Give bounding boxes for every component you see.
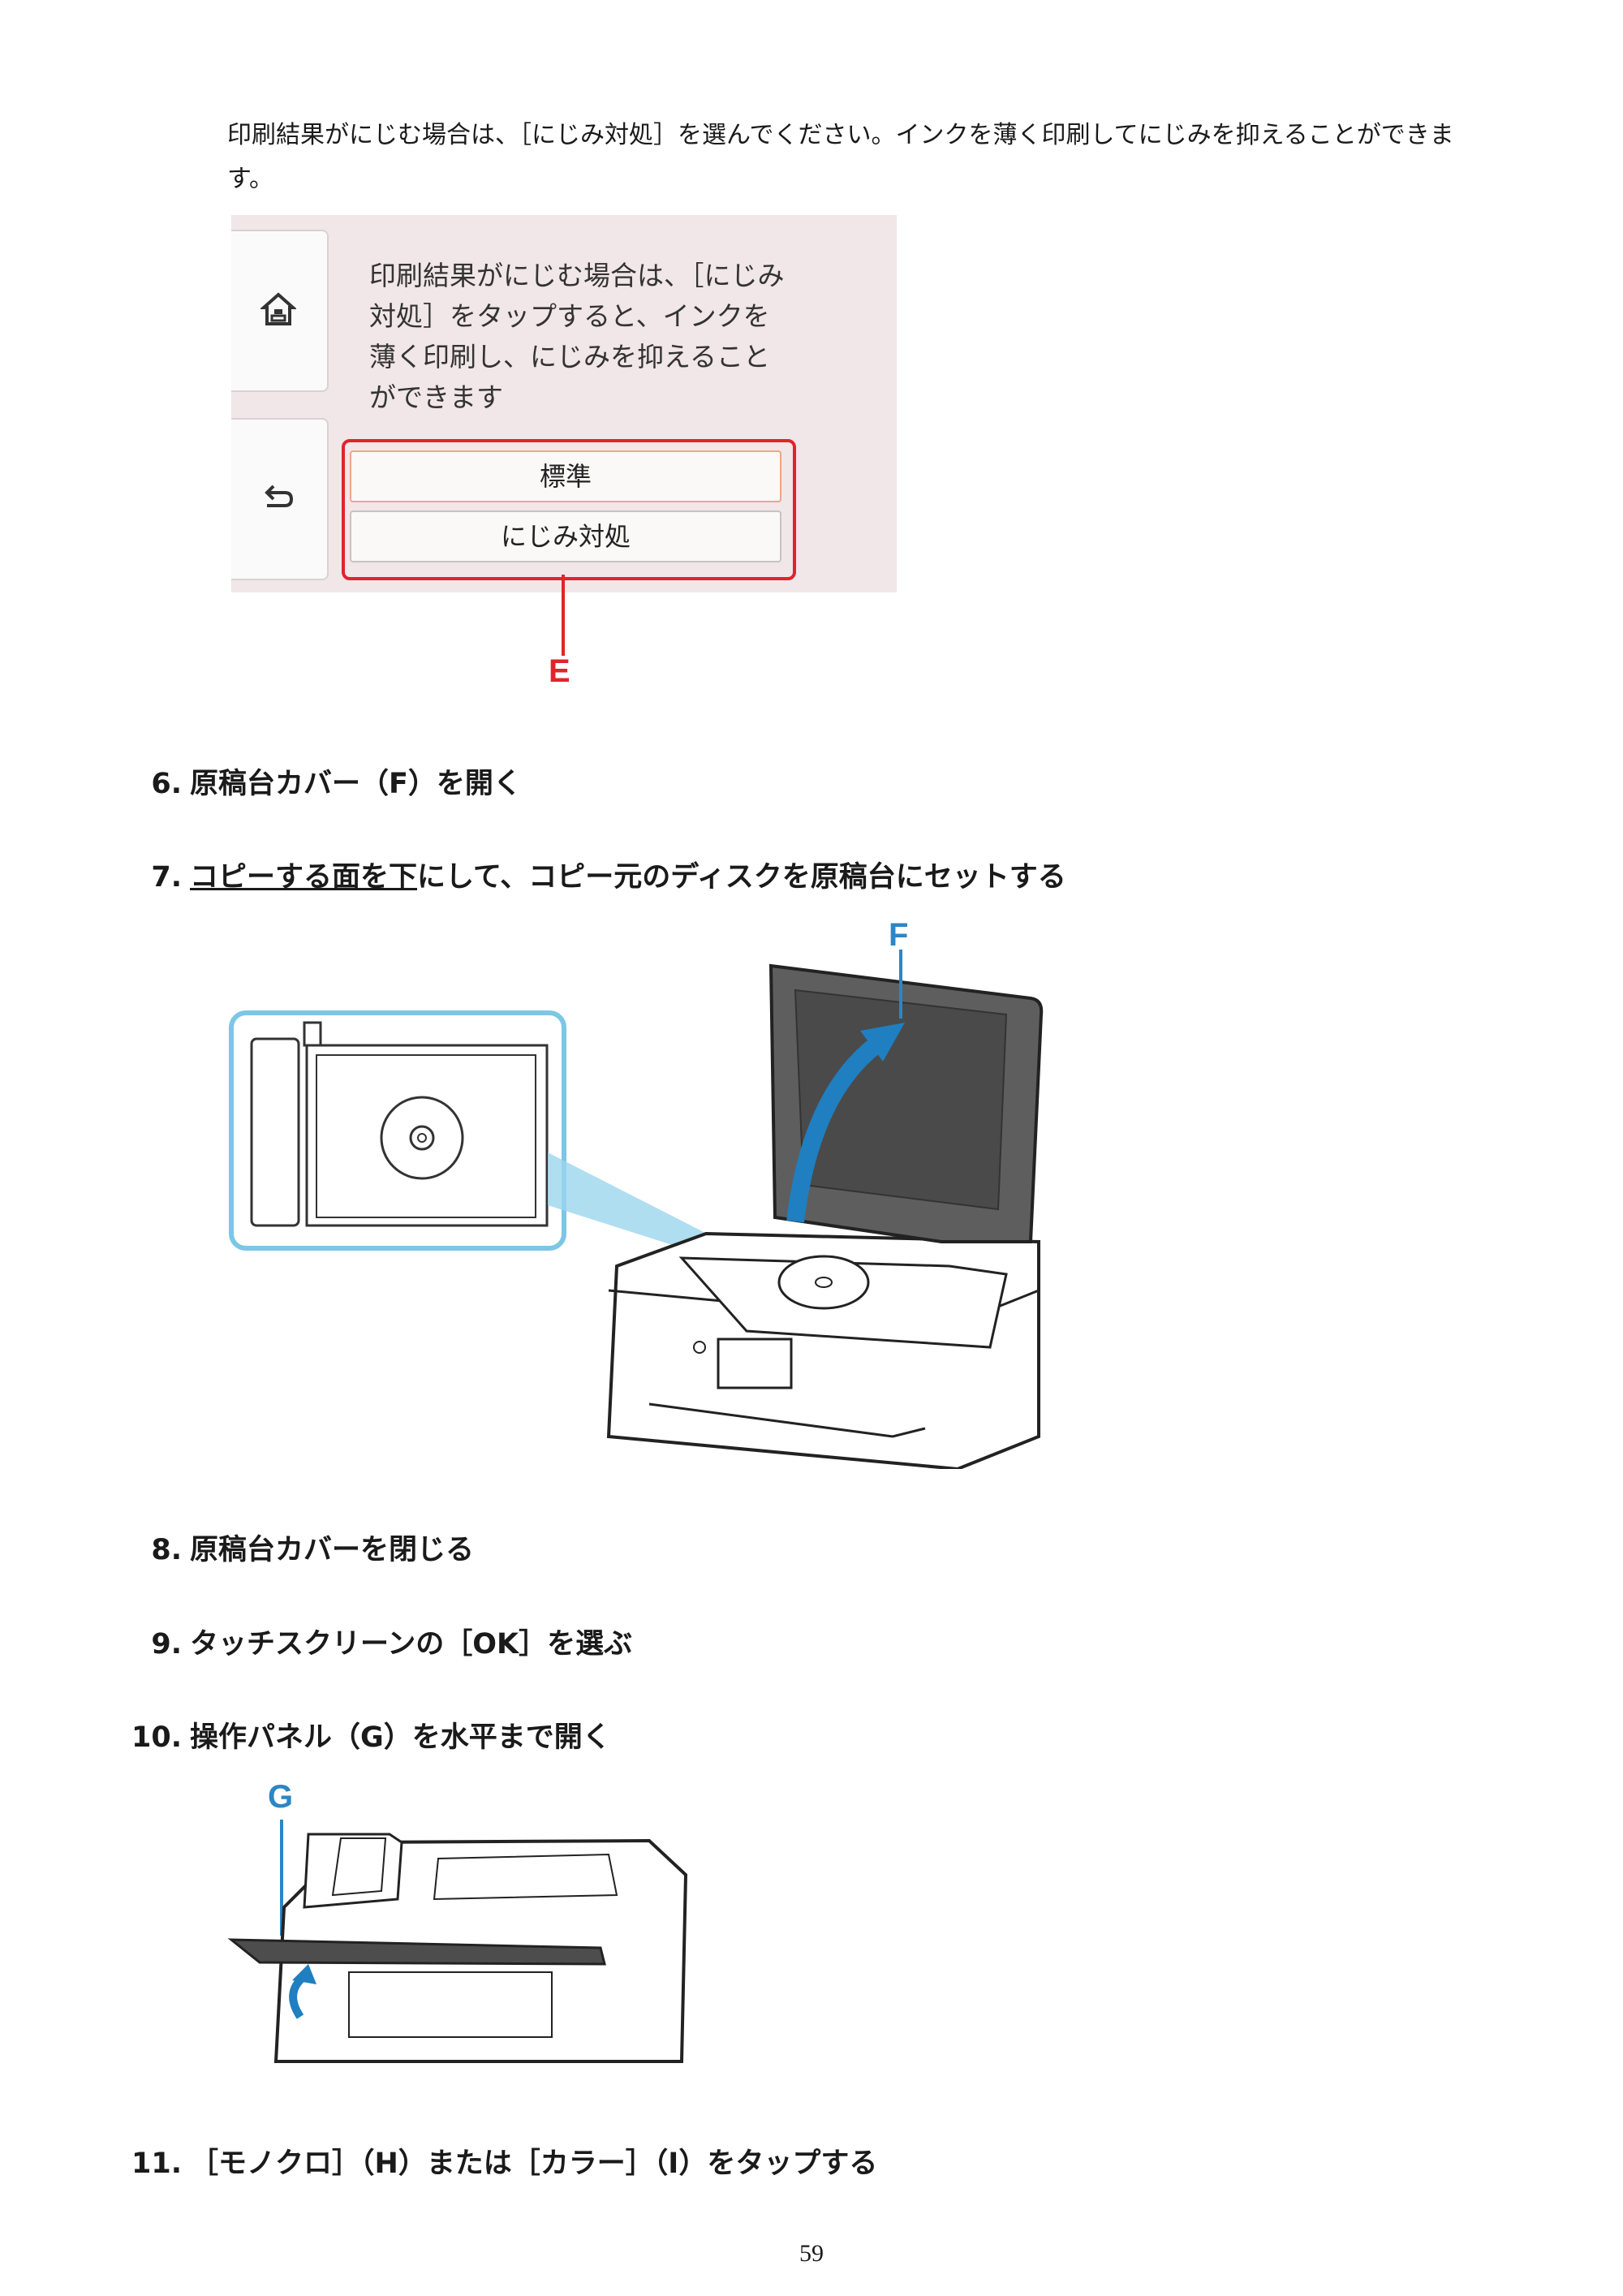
printer-display <box>717 1338 793 1389</box>
callout-box-e <box>342 439 796 580</box>
step-number: 11. <box>131 2147 182 2180</box>
step-number: 8. <box>151 1534 182 1566</box>
step-text-underlined: コピーする面を下 <box>190 861 418 894</box>
disc <box>777 1255 870 1310</box>
touchscreen-illustration: 印刷結果がにじむ場合は、［にじみ対処］をタップすると、インクを薄く印刷し、にじみ… <box>231 215 897 592</box>
step-number: 7. <box>151 861 182 894</box>
step-text: 操作パネル（G）を水平まで開く <box>190 1721 611 1754</box>
step-number: 9. <box>151 1628 182 1661</box>
step-number: 10. <box>131 1721 182 1754</box>
home-icon <box>260 292 296 325</box>
step-text: 原稿台カバーを閉じる <box>190 1534 475 1566</box>
intro-paragraph: 印刷結果がにじむ場合は、［にじみ対処］を選んでください。インクを薄く印刷してにじ… <box>227 121 1454 193</box>
standard-option-button: 標準 <box>350 450 781 502</box>
operation-panel-illustration <box>227 1820 688 2063</box>
callout-label-e: E <box>549 653 570 689</box>
home-button <box>231 230 329 392</box>
step-text: ［モノクロ］（H）または［カラー］（I）をタップする <box>190 2147 878 2180</box>
page-number: 59 <box>799 2240 824 2267</box>
step-6: 6.原稿台カバー（F）を開く <box>122 765 522 803</box>
back-arrow-icon <box>265 485 294 507</box>
step-7: 7.コピーする面を下にして、コピー元のディスクを原稿台にセットする <box>122 859 1066 896</box>
step-number: 6. <box>151 768 182 800</box>
callout-line-e <box>562 575 565 656</box>
step-8: 8.原稿台カバーを閉じる <box>122 1531 474 1569</box>
step-text: タッチスクリーンの［OK］を選ぶ <box>190 1628 633 1661</box>
nijimi-option-button: にじみ対処 <box>350 510 781 562</box>
back-button <box>231 418 329 580</box>
operation-panel <box>227 1938 606 1966</box>
step-11: 11.［モノクロ］（H）または［カラー］（I）をタップする <box>122 2145 877 2182</box>
step-text: 原稿台カバー（F）を開く <box>190 768 522 800</box>
step-10: 10.操作パネル（G）を水平まで開く <box>122 1719 611 1756</box>
scanner-lid <box>433 1853 618 1901</box>
screen-message: 印刷結果がにじむ場合は、［にじみ対処］をタップすると、インクを薄く印刷し、にじみ… <box>369 260 785 413</box>
disc-inset <box>380 1096 464 1180</box>
step-9: 9.タッチスクリーンの［OK］を選ぶ <box>122 1626 632 1663</box>
figure-label-g: G <box>268 1779 294 1815</box>
printer-cover-open-illustration <box>229 950 1044 1469</box>
step-text: にして、コピー元のディスクを原稿台にセットする <box>417 861 1066 894</box>
figure-label-f: F <box>889 917 909 953</box>
open-arrow <box>786 1031 890 1223</box>
